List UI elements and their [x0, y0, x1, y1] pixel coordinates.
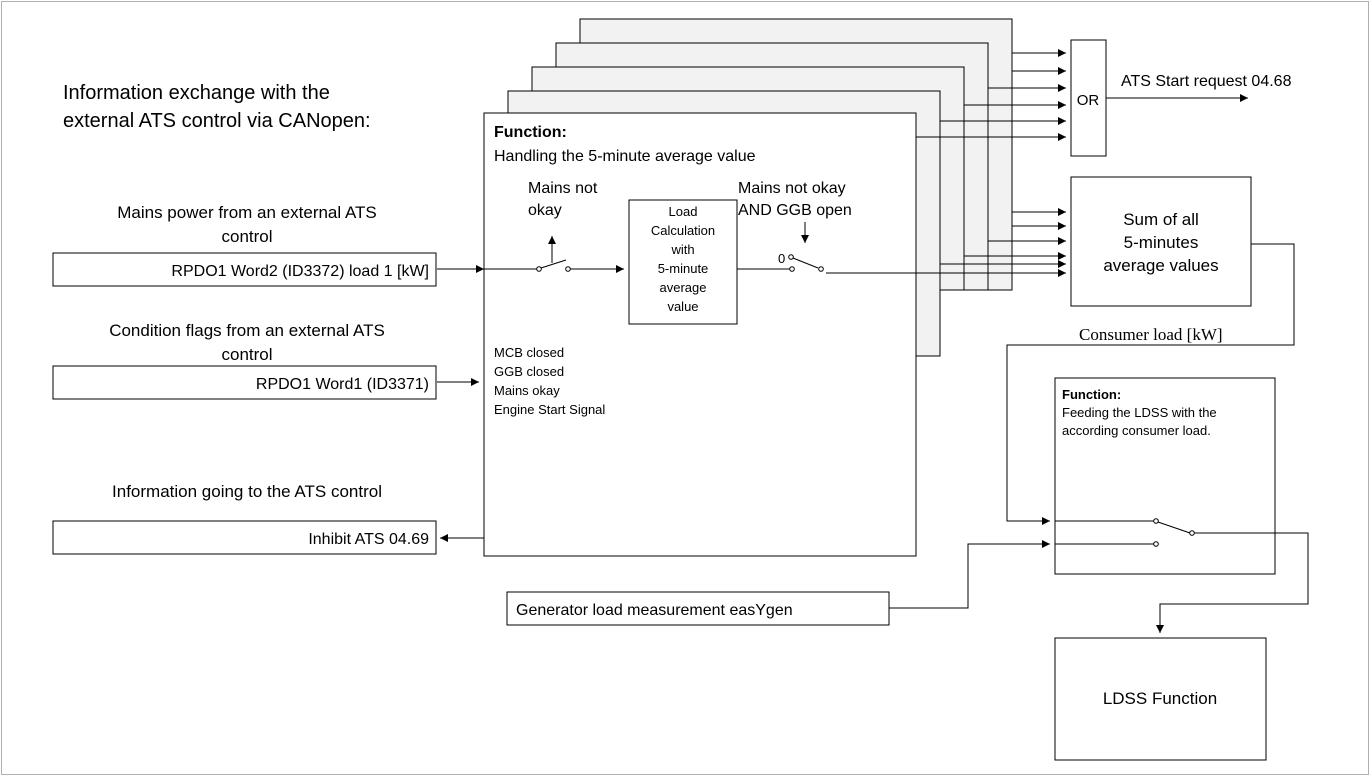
switch2-zero: 0: [778, 251, 785, 266]
consumer-load-route: [1006, 243, 1295, 525]
flag-engine-start: Engine Start Signal: [494, 402, 605, 417]
function-subheading: Handling the 5-minute average value: [494, 148, 756, 165]
sum-input-arrows: [826, 208, 1066, 277]
condition-label-line2: control: [221, 345, 272, 364]
switch2-label-line2: AND GGB open: [738, 202, 852, 219]
function-block: [483, 112, 917, 557]
mains-power-label-line2: control: [221, 227, 272, 246]
ldss-function-label: LDSS Function: [1103, 689, 1217, 708]
function-heading: Function:: [494, 124, 567, 141]
switch1-label-line1: Mains not: [528, 180, 598, 197]
consumer-load-label: Consumer load [kW]: [1079, 325, 1223, 344]
generator-load-text: Generator load measurement easYgen: [516, 602, 793, 619]
mains-power-label-line1: Mains power from an external ATS: [117, 203, 377, 222]
flag-ggb-closed: GGB closed: [494, 364, 564, 379]
inhibit-box-text: Inhibit ATS 04.69: [308, 531, 429, 548]
load-calc-line6: value: [667, 299, 698, 314]
mains-power-box-text: RPDO1 Word2 (ID3372) load 1 [kW]: [171, 263, 429, 280]
or-gate: [1070, 39, 1107, 157]
condition-label-line1: Condition flags from an external ATS: [109, 321, 385, 340]
ldss-feed-line1: Feeding the LDSS with the: [1062, 405, 1217, 420]
title-line1: Information exchange with the: [63, 82, 330, 104]
going-label: Information going to the ATS control: [112, 482, 382, 501]
load-calc-line3: with: [670, 242, 694, 257]
generator-route: [889, 540, 1050, 609]
condition-box: [52, 365, 437, 400]
load-calc-line2: Calculation: [651, 223, 715, 238]
sum-line3: average values: [1103, 256, 1218, 275]
title-line2: external ATS control via CANopen:: [63, 110, 371, 132]
ldss-feed-block: [1054, 377, 1276, 575]
load-calc-line4: 5-minute: [658, 261, 709, 276]
sum-line2: 5-minutes: [1124, 233, 1199, 252]
condition-box-text: RPDO1 Word1 (ID3371): [256, 376, 429, 393]
or-label: OR: [1077, 92, 1100, 109]
sum-block: [1070, 176, 1252, 307]
ldss-switch: [1153, 518, 1195, 547]
feed-to-ldss-route: [1156, 532, 1309, 633]
load-calculation-block: [628, 199, 738, 325]
sum-line1: Sum of all: [1123, 210, 1199, 229]
flag-mains-okay: Mains okay: [494, 383, 560, 398]
load-calc-line5: average: [660, 280, 707, 295]
flag-mcb-closed: MCB closed: [494, 345, 564, 360]
ldss-function-block: [1054, 637, 1267, 761]
switch1-label-line2: okay: [528, 202, 562, 219]
switch2: [788, 254, 824, 272]
ldss-feed-line2: according consumer load.: [1062, 423, 1211, 438]
switch1: [536, 259, 571, 272]
ldss-feed-heading: Function:: [1062, 387, 1121, 402]
ats-start-request-label: ATS Start request 04.68: [1121, 73, 1292, 90]
switch2-label-line1: Mains not okay: [738, 180, 846, 197]
load-calc-line1: Load: [669, 204, 698, 219]
or-input-arrows: [916, 49, 1066, 141]
inhibit-box: [52, 520, 437, 555]
mains-power-box: [52, 252, 437, 287]
